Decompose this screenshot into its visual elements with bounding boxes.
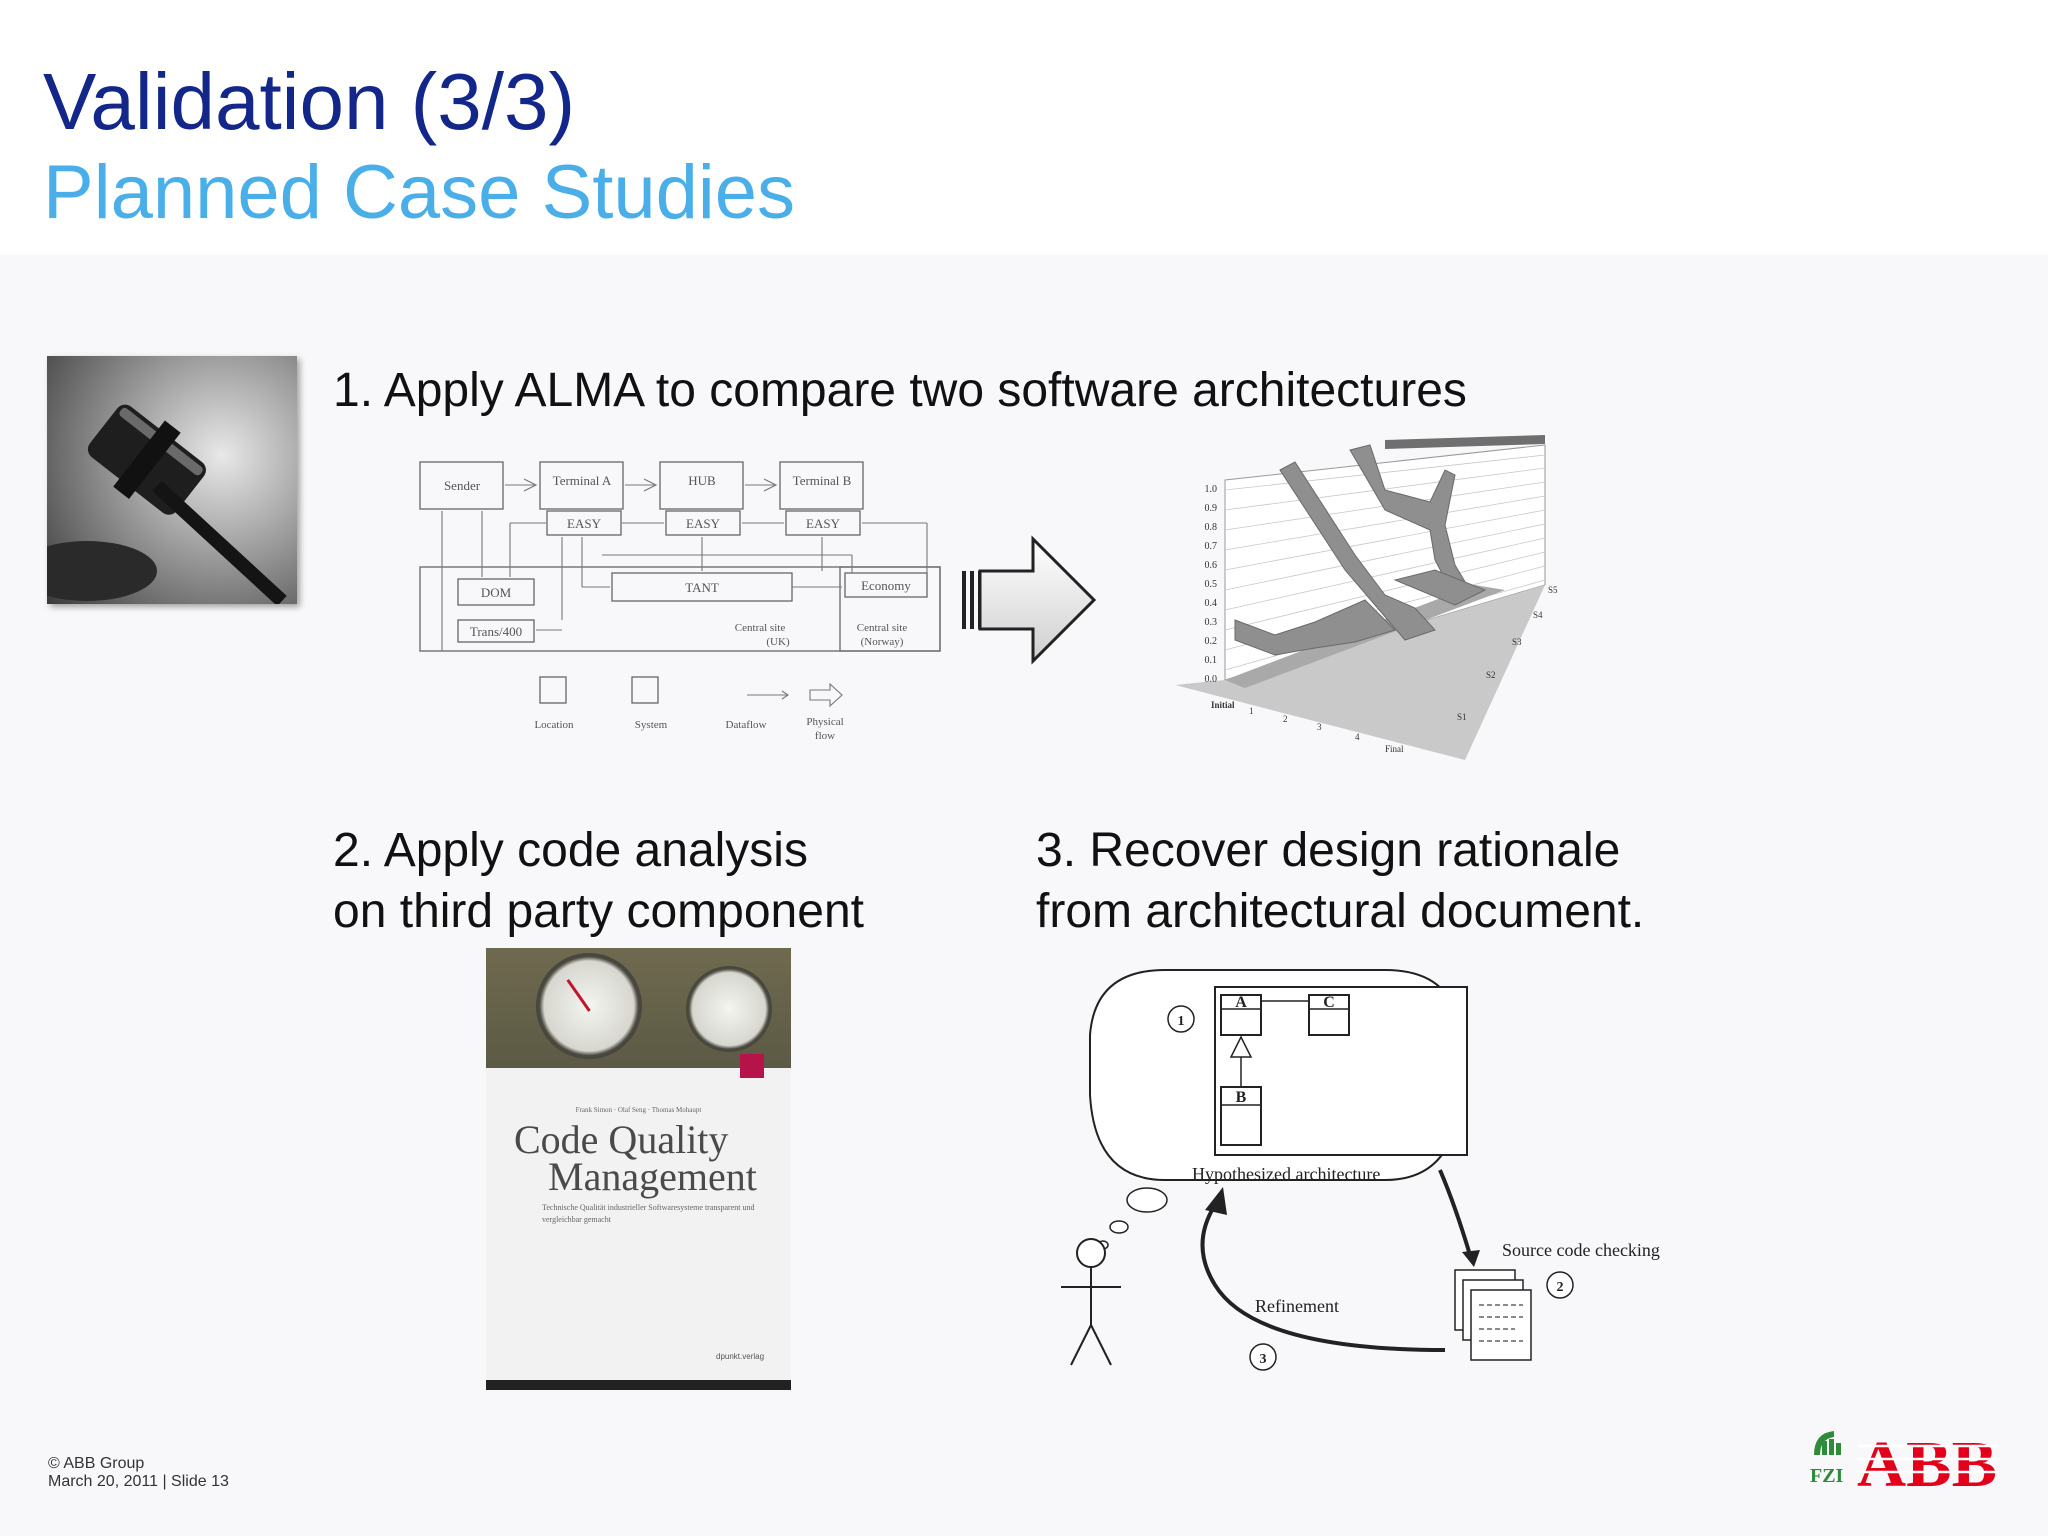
code-quality-book-cover: Frank Simon · Olaf Seng · Thomas Mohaupt… <box>486 948 791 1390</box>
fzi-logo: FZI <box>1808 1427 1852 1487</box>
y-tick: 0.6 <box>1205 560 1218 571</box>
legend-system: System <box>635 719 668 731</box>
book-subtitle: Technische Qualität industrieller Softwa… <box>542 1203 755 1224</box>
item-2-heading: 2. Apply code analysis on third party co… <box>333 820 864 942</box>
step-2-marker: 2 <box>1557 1280 1564 1295</box>
item-3-line-2: from architectural document. <box>1036 885 1645 938</box>
gauge-icon <box>536 953 642 1059</box>
scenario-3d-chart: 1.0 0.9 0.8 0.7 0.6 0.5 0.4 0.3 0.2 0.1 … <box>1155 430 1585 765</box>
alma-architecture-diagram: Sender Terminal A HUB Terminal B EASY EA… <box>412 455 942 760</box>
person-icon <box>1061 1238 1121 1366</box>
date-and-slide-number: March 20, 2011 | Slide 13 <box>48 1473 229 1490</box>
x-tick: Initial <box>1211 700 1235 710</box>
slide-subtitle: Planned Case Studies <box>43 150 796 235</box>
book-title-line-1: Code Quality <box>514 1117 729 1162</box>
y-tick: 0.4 <box>1205 598 1218 609</box>
y-tick: 0.8 <box>1205 522 1218 533</box>
book-cover-photo <box>486 948 791 1068</box>
node-uk-label: (UK) <box>766 636 790 648</box>
item-2-line-1: 2. Apply code analysis <box>333 824 808 877</box>
z-tick: S4 <box>1533 610 1543 620</box>
legend-location: Location <box>534 719 574 731</box>
legend-flow: flow <box>815 730 835 742</box>
node-terminal-b: Terminal B <box>793 473 852 488</box>
fzi-logo-text: FZI <box>1810 1465 1844 1487</box>
class-c-label: C <box>1323 994 1335 1011</box>
node-economy: Economy <box>861 578 911 593</box>
x-tick: 1 <box>1249 706 1254 716</box>
sender-box <box>419 461 504 510</box>
copyright: © ABB Group <box>48 1455 145 1472</box>
z-tick: S2 <box>1486 670 1496 680</box>
node-tant: TANT <box>685 580 719 595</box>
y-tick: 0.1 <box>1205 655 1218 666</box>
node-easy-1: EASY <box>567 516 602 531</box>
source-code-checking-label: Source code checking <box>1502 1240 1660 1260</box>
class-b-label: B <box>1236 1089 1247 1106</box>
hypothesized-architecture-label: Hypothesized architecture <box>1192 1164 1380 1184</box>
node-trans400: Trans/400 <box>470 624 522 639</box>
x-tick: 4 <box>1355 732 1360 742</box>
step-3-marker: 3 <box>1260 1352 1267 1367</box>
abb-logo-text: ABB <box>1857 1432 1997 1490</box>
node-easy-3: EASY <box>806 516 841 531</box>
node-hub: HUB <box>688 473 716 488</box>
gauge-icon <box>686 966 772 1052</box>
z-tick: S1 <box>1457 712 1467 722</box>
slide-content-background <box>0 255 2048 1536</box>
slide-footer: © ABB Group March 20, 2011 | Slide 13 <box>48 1455 229 1491</box>
book-authors: Frank Simon · Olaf Seng · Thomas Mohaupt <box>575 1106 702 1114</box>
abb-logo: ABB <box>1857 1428 1999 1501</box>
y-tick: 0.3 <box>1205 617 1218 628</box>
z-tick: S3 <box>1512 637 1522 647</box>
legend-physical: Physical <box>806 716 843 728</box>
node-norway-label: (Norway) <box>861 636 904 648</box>
node-central-site-norway: Central site <box>857 622 908 634</box>
item-2-line-2: on third party component <box>333 885 864 938</box>
item-3-heading: 3. Recover design rationale from archite… <box>1036 820 1644 942</box>
class-a-label: A <box>1235 994 1247 1011</box>
node-easy-2: EASY <box>686 516 721 531</box>
design-rationale-diagram: A C B Hypothesized architecture 1 Source… <box>1055 965 1715 1390</box>
source-files-icon <box>1454 1269 1532 1361</box>
book-publisher: dpunkt.verlag <box>716 1352 765 1361</box>
node-terminal-a: Terminal A <box>553 473 612 488</box>
y-tick: 0.7 <box>1205 541 1218 552</box>
z-tick: S5 <box>1548 585 1558 595</box>
book-title-line-2: Management <box>548 1154 757 1199</box>
book-bottom-edge <box>486 1380 791 1390</box>
node-central-site-uk: Central site <box>735 622 786 634</box>
slide-title: Validation (3/3) <box>43 57 576 146</box>
item-3-line-1: 3. Recover design rationale <box>1036 824 1621 877</box>
x-tick: Final <box>1385 744 1404 754</box>
publisher-badge <box>740 1054 764 1078</box>
refinement-label: Refinement <box>1255 1296 1339 1316</box>
gavel-photo <box>47 356 297 604</box>
y-tick: 1.0 <box>1205 484 1218 495</box>
y-tick: 0.9 <box>1205 503 1218 514</box>
x-tick: 2 <box>1283 714 1288 724</box>
x-tick: 3 <box>1317 722 1322 732</box>
legend-dataflow: Dataflow <box>726 719 767 731</box>
y-tick: 0.2 <box>1205 636 1218 647</box>
y-tick: 0.0 <box>1205 674 1218 685</box>
right-arrow-icon <box>958 535 1098 670</box>
node-sender: Sender <box>444 478 481 493</box>
y-tick: 0.5 <box>1205 579 1218 590</box>
node-dom: DOM <box>481 585 512 600</box>
step-1-marker: 1 <box>1178 1014 1185 1029</box>
item-1-heading: 1. Apply ALMA to compare two software ar… <box>333 364 1467 417</box>
